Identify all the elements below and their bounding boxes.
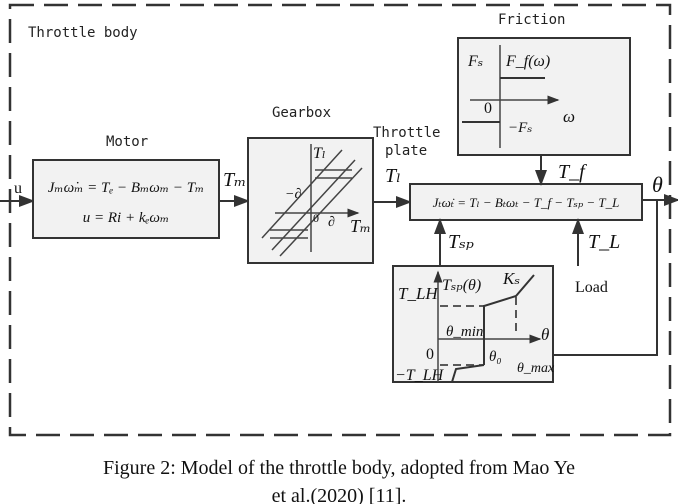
friction-block (457, 37, 631, 156)
friction-plot (462, 45, 560, 148)
friction-origin-label: 0 (484, 100, 492, 117)
gearbox-x-axis-label: Tₘ (350, 216, 371, 236)
gearbox-neg-delta-label: −∂ (285, 187, 301, 202)
spring-neg-tlh-label: −T_LH (395, 367, 445, 384)
caption-line-2: et al.(2020) [11]. (272, 485, 407, 504)
throttle-input-label: Tₗ (385, 165, 401, 187)
throttle-equation: Jₜω̇ₜ = Tₗ − Bₜωₜ − T_f − Tₛₚ − T_L (433, 195, 620, 210)
spring-tlh-label: T_LH (398, 284, 439, 303)
gearbox-origin-label: 0 (313, 211, 319, 225)
spring-theta-min-label: θ_min (446, 324, 483, 340)
motor-title: Motor (106, 134, 148, 150)
input-u-label: u (14, 180, 22, 197)
motor-equation-1: Jₘω̇ₘ = Tₑ − Bₘωₘ − Tₘ (48, 180, 204, 196)
friction-fs-label: Fₛ (467, 53, 483, 70)
throttle-plate-block (409, 183, 643, 221)
frame-title: Throttle body (28, 25, 138, 41)
gearbox-y-axis-label: Tₗ (313, 145, 326, 162)
caption-line-1: Figure 2: Model of the throttle body, ad… (103, 457, 575, 479)
gearbox-title: Gearbox (272, 105, 331, 121)
throttle-body-frame (8, 3, 672, 437)
gearbox-backlash-plot (261, 144, 363, 257)
motor-equation-2: u = Ri + kₑωₘ (83, 210, 169, 226)
friction-neg-fs-label: −Fₛ (508, 120, 532, 136)
throttle-title-line1: Throttle (373, 125, 440, 141)
friction-ff-label: F_f(ω) (505, 53, 550, 70)
spring-tsp-label: Tₛₚ(θ) (442, 277, 481, 294)
throttle-title-line2: plate (385, 143, 427, 159)
spring-theta-max-label: θ_max (517, 361, 555, 376)
spring-theta-axis-label: θ (541, 325, 549, 344)
theta-output-label: θ (652, 172, 663, 197)
load-label: Load (575, 279, 608, 296)
spring-torque-plot (433, 270, 542, 383)
spring-theta0-label: θ₀ (489, 349, 502, 365)
spring-origin-label: 0 (426, 346, 434, 363)
friction-title: Friction (498, 12, 565, 28)
theta-feedback-line (553, 200, 658, 356)
gearbox-delta-label: ∂ (328, 215, 335, 230)
spring-output-label: Tₛₚ (448, 231, 474, 253)
friction-omega-label: ω (563, 107, 575, 126)
motor-output-label: Tₘ (223, 169, 246, 191)
load-torque-label: T_L (588, 231, 620, 253)
motor-block (32, 159, 220, 239)
friction-output-label: T_f (558, 161, 587, 183)
spring-ks-label: Kₛ (502, 269, 520, 288)
